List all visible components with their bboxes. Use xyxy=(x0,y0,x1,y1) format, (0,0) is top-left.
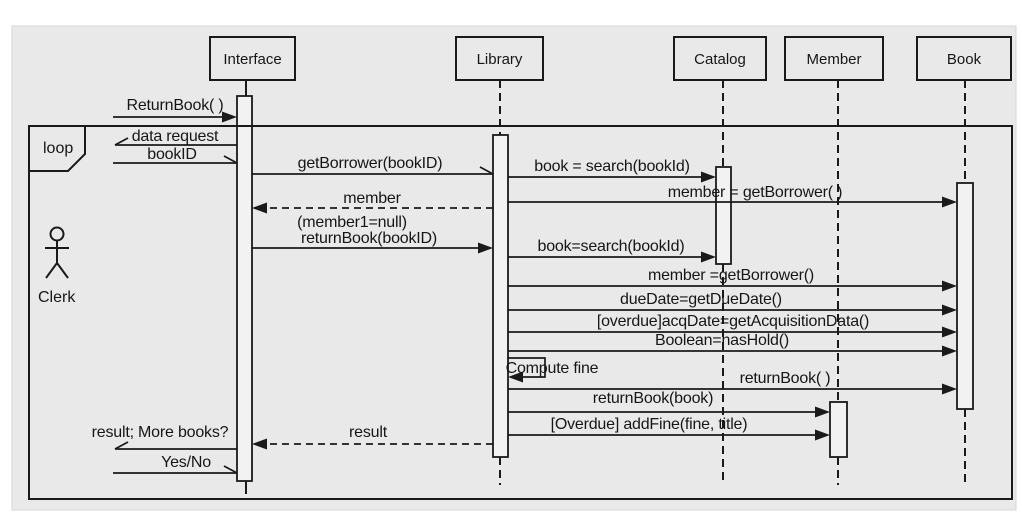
message-data-request-label: data request xyxy=(132,128,219,145)
message-member-arrowhead xyxy=(252,202,267,214)
message-book-search-bookid-label: book=search(bookId) xyxy=(538,238,685,255)
message-member-getborrower-label: member =getBorrower() xyxy=(648,267,814,284)
message-book-search-bookid-label: book = search(bookId) xyxy=(534,158,689,175)
actor-leg-right xyxy=(56,262,69,279)
participant-box-book xyxy=(916,36,1012,81)
message-returnbook-bookid-arrowhead xyxy=(478,242,493,254)
message-result-arrowhead xyxy=(252,438,267,450)
participant-box-catalog xyxy=(673,36,767,81)
message-book-search-bookid-arrowhead xyxy=(701,171,716,183)
message-compute-fine-label: Compute fine xyxy=(506,360,599,377)
activation-member xyxy=(829,401,848,458)
message-duedate-getduedate-arrowhead xyxy=(942,304,957,316)
loop-fragment-pentagon xyxy=(28,125,86,172)
diagram-panel xyxy=(11,25,1017,511)
message-overdue-addfine-fine-title-label: [Overdue] addFine(fine, title) xyxy=(551,416,748,433)
participant-box-member xyxy=(784,36,884,81)
message-overdue-addfine-fine-title-arrowhead xyxy=(815,429,830,441)
message-member-getborrower-label: member = getBorrower( ) xyxy=(668,184,843,201)
message-member-getborrower-arrowhead xyxy=(942,196,957,208)
activation-interface xyxy=(236,95,253,482)
message-returnbook-book-label: returnBook(book) xyxy=(593,390,713,407)
loop-fragment-label: loop xyxy=(43,140,73,157)
message-returnbook-bookid-label: returnBook(bookID) xyxy=(301,230,437,247)
message-member-getborrower-arrowhead xyxy=(942,280,957,292)
participant-label-catalog: Catalog xyxy=(694,51,746,68)
participant-label-book: Book xyxy=(947,51,982,68)
activation-catalog xyxy=(715,166,732,265)
message-yes-no-arrowhead xyxy=(223,465,238,474)
activation-book xyxy=(956,182,974,410)
message-overdue-acqdate-getacquisitiondata-arrowhead xyxy=(942,326,957,338)
lifelines-layer xyxy=(245,80,966,494)
message-member-label: member xyxy=(343,190,401,207)
clerk-actor: Clerk xyxy=(38,226,76,306)
participant-label-interface: Interface xyxy=(223,51,281,68)
message-result-more-books-label: result; More books? xyxy=(92,424,229,441)
message-returnbook-book-arrowhead xyxy=(815,406,830,418)
message-data-request-arrowhead xyxy=(114,137,129,146)
message-getborrower-bookid-label: getBorrower(bookID) xyxy=(298,155,443,172)
message-duedate-getduedate-label: dueDate=getDueDate() xyxy=(620,291,782,308)
message-returnbook-arrowhead xyxy=(222,111,237,123)
message-member1-null-label: (member1=null) xyxy=(297,214,407,231)
participant-box-library xyxy=(455,36,544,81)
message-returnbook-label: ReturnBook( ) xyxy=(127,97,224,114)
messages-layer xyxy=(113,111,957,474)
message-compute-fine-arrowhead xyxy=(508,371,523,383)
message-getborrower-bookid-arrowhead xyxy=(479,166,494,175)
message-boolean-hashold-label: Boolean=hasHold() xyxy=(655,332,789,349)
message-bookid-arrowhead xyxy=(223,155,238,164)
actor-leg-left xyxy=(45,262,58,279)
loop-fragment-frame xyxy=(28,125,1013,500)
message-compute-fine-line xyxy=(508,357,546,378)
message-boolean-hashold-arrowhead xyxy=(942,345,957,357)
participant-label-library: Library xyxy=(477,51,523,68)
message-book-search-bookid-arrowhead xyxy=(701,251,716,263)
message-result-label: result xyxy=(349,424,388,441)
participant-boxes-layer: Interface Library Catalog Member Book xyxy=(209,36,1012,81)
message-returnbook-label: returnBook( ) xyxy=(740,370,831,387)
message-returnbook-arrowhead xyxy=(942,383,957,395)
participant-label-member: Member xyxy=(806,51,861,68)
actor-label: Clerk xyxy=(38,289,76,306)
message-overdue-acqdate-getacquisitiondata-label: [overdue]acqDate=getAcquisitionData() xyxy=(597,313,869,330)
message-bookid-label: bookID xyxy=(147,146,197,163)
activation-library xyxy=(492,134,509,458)
message-yes-no-label: Yes/No xyxy=(161,454,211,471)
message-result-more-books-arrowhead xyxy=(114,441,129,450)
activation-bars-layer xyxy=(236,95,974,482)
participant-box-interface xyxy=(209,36,296,81)
loop-fragment: loop xyxy=(28,125,1013,500)
